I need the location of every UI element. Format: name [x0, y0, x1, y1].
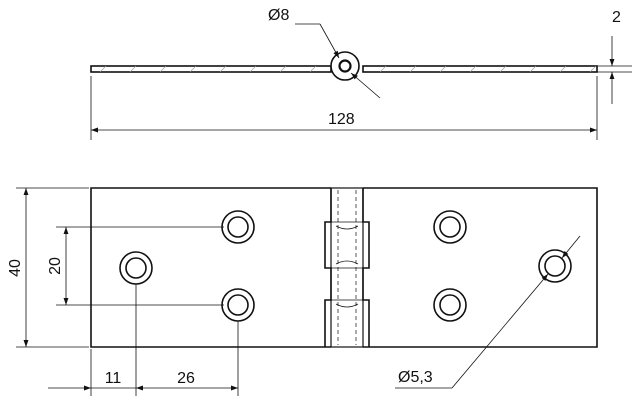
pin-diameter-leader-lower	[350, 72, 381, 99]
hole-left-center	[119, 251, 153, 285]
left-leaf-outline	[90, 187, 331, 348]
hole-diameter-leader-opposite	[561, 235, 581, 259]
thickness-label: 2	[612, 9, 621, 26]
pin-diameter-leader	[319, 23, 340, 59]
pin-diameter-label: Ø8	[268, 7, 289, 24]
top-view: Ø8 2 128	[90, 7, 632, 140]
knuckle-region	[324, 187, 370, 348]
hole-spacing-vertical-label: 20	[47, 257, 64, 275]
front-view: 40 20 11 26 Ø5,3	[7, 187, 598, 396]
hole-spacing-horizontal-label: 26	[177, 370, 195, 387]
hole-left-top	[221, 210, 255, 244]
right-plate-edge	[362, 65, 598, 73]
hole-left-bottom	[221, 288, 255, 322]
plate-edge-hatching	[99, 65, 597, 73]
pin-hole	[338, 59, 352, 73]
hole-diameter-label: Ø5,3	[398, 369, 433, 386]
hole-diameter-leader	[451, 273, 549, 389]
edge-offset-label: 11	[105, 370, 122, 387]
width-label: 40	[7, 259, 24, 277]
hole-right-bottom	[433, 288, 467, 322]
hole-right-center	[538, 249, 572, 283]
right-leaf-outline	[363, 187, 598, 348]
hole-right-top	[433, 210, 467, 244]
left-plate-edge	[90, 65, 332, 73]
overall-length-label: 128	[328, 111, 355, 128]
